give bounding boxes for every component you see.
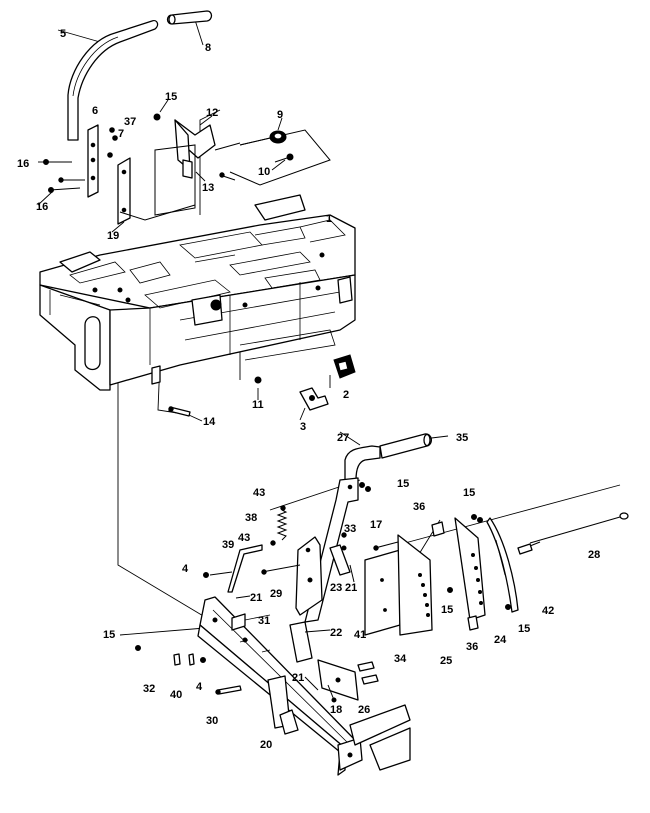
knob-9	[239, 130, 287, 146]
callout-21b: 21	[250, 592, 262, 604]
rod-39	[227, 544, 263, 593]
callout-12: 12	[206, 107, 218, 119]
tube-22	[289, 621, 331, 663]
callout-39: 39	[222, 539, 234, 551]
callout-1: 1	[326, 213, 332, 225]
pin-21	[235, 564, 355, 691]
pins-34	[357, 661, 379, 685]
callout-19: 19	[107, 230, 119, 242]
washer-4	[200, 571, 233, 663]
callout-36b: 36	[466, 641, 478, 653]
callout-22: 22	[330, 627, 342, 639]
spring-38	[270, 505, 288, 546]
screw-15-top	[153, 113, 161, 121]
callout-16a: 16	[17, 158, 29, 170]
screw-18	[327, 684, 337, 703]
latch-3	[299, 387, 329, 411]
callout-14: 14	[203, 416, 216, 428]
callout-7: 7	[118, 128, 124, 140]
callout-41: 41	[354, 629, 366, 641]
screw-13	[219, 172, 236, 181]
bracket-26	[317, 659, 359, 701]
callout-17: 17	[370, 519, 382, 531]
callout-3: 3	[300, 421, 306, 433]
callout-13: 13	[202, 182, 214, 194]
callout-15b: 15	[397, 478, 409, 490]
bolt-11	[254, 376, 262, 384]
spacer-36	[431, 521, 479, 631]
handle-mount-plate-7	[117, 157, 131, 225]
handle-mount-plate-6	[87, 124, 99, 198]
callout-6: 6	[92, 105, 98, 117]
handle-grip	[166, 10, 213, 25]
deck-corner	[349, 704, 411, 771]
callout-18: 18	[330, 704, 342, 716]
callout-15c: 15	[463, 487, 475, 499]
main-frame	[39, 194, 356, 391]
callout-15d: 15	[441, 604, 453, 616]
washers-15-lower	[135, 482, 511, 651]
callout-21c: 21	[292, 672, 304, 684]
callout-8: 8	[205, 42, 211, 54]
callout-4b: 4	[196, 681, 203, 693]
handle-bolts	[43, 127, 118, 193]
callout-11: 11	[252, 399, 264, 411]
steering-handle	[67, 19, 159, 141]
callout-40: 40	[170, 689, 182, 701]
sector-plate-24	[454, 517, 486, 621]
callout-15f: 15	[103, 629, 115, 641]
callout-5: 5	[60, 28, 66, 40]
bolt-17	[373, 541, 399, 551]
callout-labels: 1 2 3 4 4 5 6 7 8 9 10 11 12 13 14 15 15…	[17, 28, 600, 751]
callout-10: 10	[258, 166, 270, 178]
callout-24: 24	[494, 634, 507, 646]
sector-plate-42	[486, 517, 519, 613]
callout-15a: 15	[165, 91, 177, 103]
callout-34: 34	[394, 653, 407, 665]
callout-4a: 4	[182, 563, 189, 575]
callout-27: 27	[337, 432, 349, 444]
callout-2: 2	[343, 389, 349, 401]
callout-16b: 16	[36, 201, 48, 213]
callout-36a: 36	[413, 501, 425, 513]
callout-15e: 15	[518, 623, 530, 635]
callout-21a: 21	[345, 582, 357, 594]
callout-20: 20	[260, 739, 272, 751]
lever-plate-29	[261, 536, 323, 616]
callout-35: 35	[456, 432, 468, 444]
callout-42: 42	[542, 605, 554, 617]
callout-29: 29	[270, 588, 282, 600]
rod-28	[517, 512, 629, 555]
callout-31: 31	[258, 615, 270, 627]
lever-grip-35	[379, 433, 432, 459]
callout-25: 25	[440, 655, 452, 667]
sector-plate-25	[397, 534, 433, 636]
callout-37: 37	[124, 116, 136, 128]
control-bracket-12	[174, 119, 241, 179]
callout-38: 38	[245, 512, 257, 524]
pivot-frame-20	[197, 596, 363, 776]
washers-32-40	[173, 653, 195, 666]
link-23	[329, 544, 351, 576]
screw-10	[274, 153, 294, 163]
callout-23: 23	[330, 582, 342, 594]
bolt-30	[215, 685, 242, 695]
sector-plate-41	[364, 549, 401, 636]
callout-28: 28	[588, 549, 600, 561]
callout-30: 30	[206, 715, 218, 727]
callout-26: 26	[358, 704, 370, 716]
pin-33	[341, 532, 347, 538]
lever-arm-27	[344, 445, 381, 481]
callout-32: 32	[143, 683, 155, 695]
callout-43b: 43	[238, 532, 250, 544]
callout-43a: 43	[253, 487, 265, 499]
callout-9: 9	[277, 109, 283, 121]
bolt-14	[168, 406, 191, 417]
switch-2	[333, 354, 356, 379]
callout-33: 33	[344, 523, 356, 535]
